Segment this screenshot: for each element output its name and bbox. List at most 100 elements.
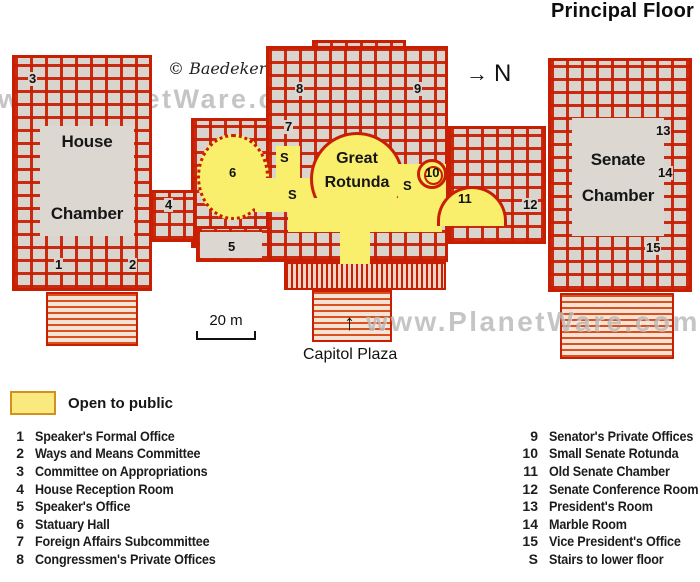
- room-marker-4: 4: [164, 197, 174, 212]
- small-senate-rotunda-area: [417, 159, 447, 189]
- legend-item-text: Stairs to lower floor: [549, 550, 664, 567]
- central-terrace: [284, 262, 446, 290]
- room-marker-12: 12: [522, 197, 539, 212]
- legend-item-text: Vice President's Office: [549, 533, 681, 550]
- east-connector-block: [448, 126, 546, 244]
- room-marker-1: 1: [54, 257, 64, 272]
- north-arrow-icon: →: [466, 61, 488, 86]
- legend-item-text: Statuary Hall: [35, 515, 110, 532]
- legend-item-number: 3: [16, 462, 24, 479]
- legend-item-2: 2 Ways and Means Committee: [8, 445, 338, 463]
- legend-item-number: 2: [16, 445, 24, 462]
- legend-item-7: 7 Foreign Affairs Subcommittee: [8, 533, 338, 551]
- senate-chamber-label: Senate Chamber: [570, 150, 666, 206]
- legend-item-number: 8: [16, 550, 24, 567]
- room-marker-6: 6: [229, 165, 237, 180]
- legend-item-text: Old Senate Chamber: [549, 462, 670, 479]
- central-steps: [312, 290, 392, 342]
- stairs-marker: S: [288, 187, 297, 202]
- legend-item-text: Committee on Appropriations: [35, 462, 208, 479]
- legend-item-number: 14: [522, 515, 538, 532]
- legend-item-10: 10 Small Senate Rotunda: [498, 445, 698, 463]
- legend-right-column: 9 Senator's Private Offices 10 Small Senate…: [498, 427, 698, 568]
- room-marker-3: 3: [28, 71, 38, 86]
- legend-item-number: 6: [16, 515, 24, 532]
- room-marker-5: 5: [227, 239, 237, 254]
- legend-item-text: Marble Room: [549, 515, 627, 532]
- legend-item-number: 5: [16, 498, 24, 515]
- room-marker-13: 13: [655, 123, 672, 138]
- room-marker-7: 7: [284, 119, 294, 134]
- legend-item-text: Senate Conference Room: [549, 480, 699, 497]
- senate-chamber-room: [572, 118, 664, 236]
- legend-item-text: House Reception Room: [35, 480, 174, 497]
- south-public-band: [288, 198, 442, 232]
- room-marker-2: 2: [128, 257, 138, 272]
- legend-item-text: Congressmen's Private Offices: [35, 550, 216, 567]
- open-to-public-swatch: [10, 391, 56, 415]
- legend-item-number: 7: [16, 533, 24, 550]
- plaza-label: Capitol Plaza: [303, 346, 398, 363]
- legend-item-text: Ways and Means Committee: [35, 445, 201, 462]
- legend-item-number: S: [528, 550, 538, 567]
- stairs-passage-west: [276, 146, 300, 206]
- legend-item-number: 9: [530, 427, 538, 444]
- north-label: N: [494, 60, 512, 87]
- room-marker-14: 14: [657, 165, 674, 180]
- legend-item-9: 9 Senator's Private Offices: [498, 427, 698, 445]
- watermark-bottom: www.PlanetWare.com: [366, 306, 700, 337]
- room-marker-15: 15: [645, 240, 662, 255]
- baedeker-credit: © Baedeker: [168, 59, 267, 78]
- legend-item-11: 11 Old Senate Chamber: [498, 462, 698, 480]
- great-rotunda-line1: Great: [336, 150, 378, 167]
- legend-item-8: 8 Congressmen's Private Offices: [8, 550, 338, 568]
- stairs-marker: S: [280, 150, 289, 165]
- legend-item-S: S Stairs to lower floor: [498, 550, 698, 568]
- legend-item-number: 4: [16, 480, 24, 497]
- legend-item-14: 14 Marble Room: [498, 515, 698, 533]
- legend-item-4: 4 House Reception Room: [8, 480, 338, 498]
- great-rotunda-line2: Rotunda: [324, 174, 390, 191]
- house-chamber-line1: House: [61, 132, 113, 151]
- house-chamber-room: [40, 126, 134, 236]
- legend-item-3: 3 Committee on Appropriations: [8, 462, 338, 480]
- legend-item-5: 5 Speaker's Office: [8, 497, 338, 515]
- legend-item-number: 10: [522, 445, 538, 462]
- north-indicator: → N: [466, 60, 511, 88]
- legend-item-number: 12: [522, 480, 538, 497]
- house-steps: [46, 292, 138, 346]
- legend-item-number: 13: [522, 498, 538, 515]
- room-marker-10: 10: [425, 165, 440, 180]
- south-entrance-passage: [340, 230, 370, 264]
- legend-item-13: 13 President's Room: [498, 497, 698, 515]
- legend-item-number: 15: [522, 533, 538, 550]
- room-marker-11: 11: [458, 191, 472, 206]
- scale-bar: 20 m: [194, 312, 258, 340]
- legend-item-12: 12 Senate Conference Room: [498, 480, 698, 498]
- stairs-marker: S: [403, 178, 412, 193]
- scale-bar-label: 20 m: [209, 312, 243, 329]
- room-marker-8: 8: [295, 81, 305, 96]
- senate-steps: [560, 293, 674, 359]
- house-chamber-label: House Chamber: [40, 132, 134, 224]
- legend-item-number: 11: [523, 462, 538, 479]
- scale-bar-line: [196, 331, 256, 340]
- open-to-public-label: Open to public: [68, 395, 173, 412]
- senate-chamber-line1: Senate: [590, 150, 646, 169]
- legend-item-text: Speaker's Office: [35, 498, 131, 515]
- plaza-arrow-icon: ↑: [344, 310, 355, 335]
- legend-item-text: Senator's Private Offices: [549, 427, 694, 444]
- small-rotunda-ring: [424, 166, 443, 185]
- legend-item-text: Foreign Affairs Subcommittee: [35, 533, 210, 550]
- legend-item-15: 15 Vice President's Office: [498, 533, 698, 551]
- legend-item-text: Speaker's Formal Office: [35, 427, 175, 444]
- room-marker-9: 9: [413, 81, 423, 96]
- legend-item-text: Small Senate Rotunda: [549, 445, 679, 462]
- great-rotunda-label: Great Rotunda: [310, 150, 404, 192]
- legend-item-text: President's Room: [549, 498, 653, 515]
- house-chamber-line2: Chamber: [50, 204, 124, 223]
- senate-chamber-line2: Chamber: [581, 186, 655, 205]
